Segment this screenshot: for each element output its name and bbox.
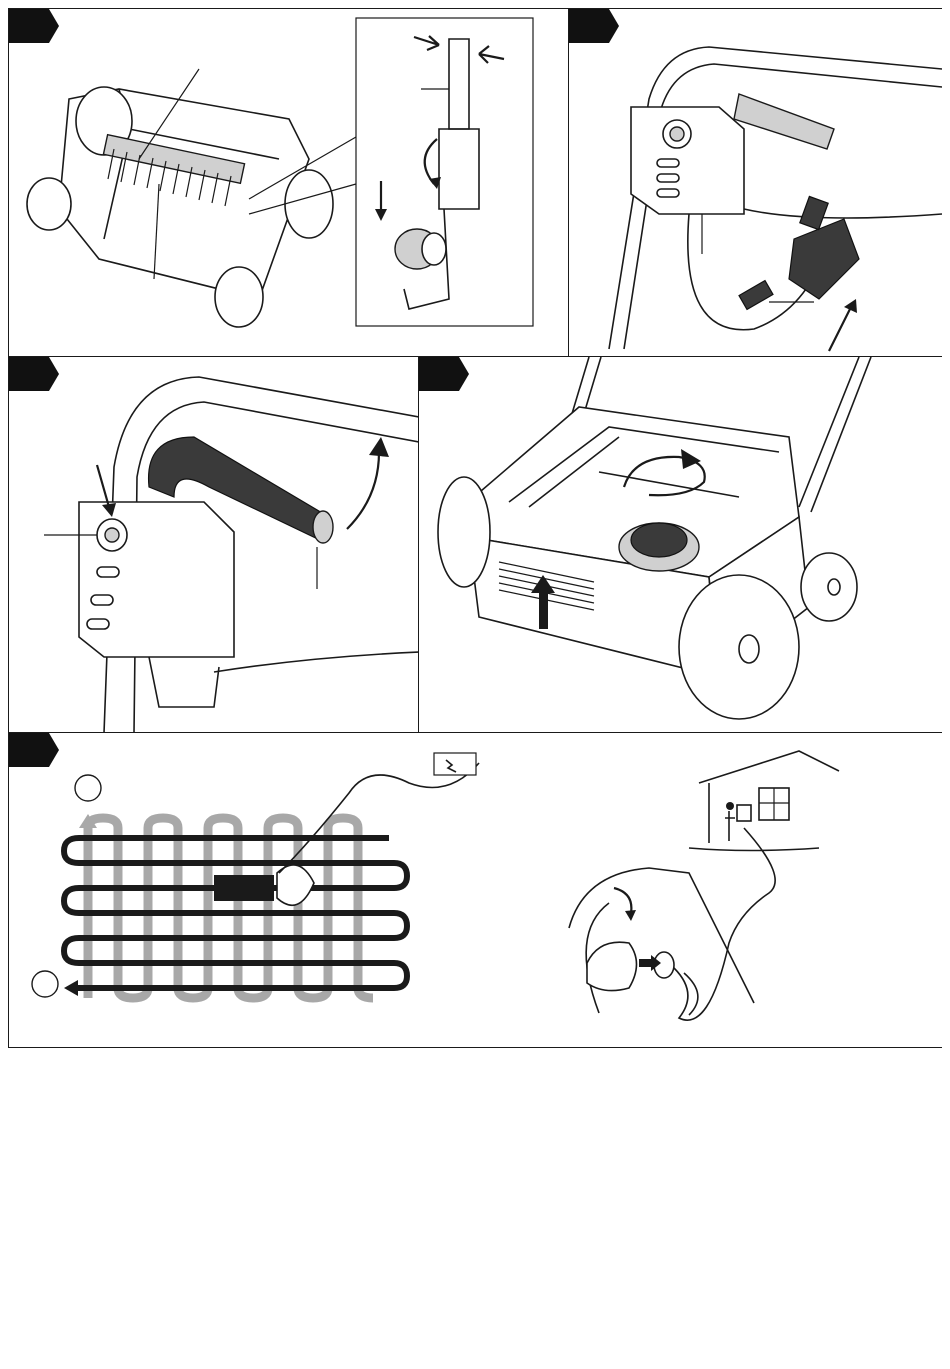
step-tab-icon — [9, 733, 59, 767]
step-tab-icon — [9, 9, 59, 43]
step-tab-icon — [9, 357, 59, 391]
figure-a-tine-roller — [9, 9, 569, 357]
detail-inset — [356, 18, 533, 326]
scarifier-top-view — [214, 875, 274, 901]
cross-pass-path — [88, 818, 373, 998]
step-tab-icon — [569, 9, 619, 43]
figure-e-working-pattern — [9, 733, 942, 1047]
push-arrow-icon — [539, 589, 548, 629]
push-arrow-icon — [97, 465, 109, 507]
push-arrow-icon — [829, 307, 851, 351]
figure-c-handle-switch — [9, 357, 419, 733]
rotate-arrow-icon — [347, 452, 379, 529]
step-tab-icon — [419, 357, 469, 391]
figure-b-cable-connection — [569, 9, 942, 357]
end-marker — [32, 971, 58, 997]
push-arrow-icon — [639, 959, 651, 967]
figure-d-depth-adjust — [419, 357, 942, 733]
start-marker — [75, 775, 101, 801]
first-pass-path — [64, 838, 407, 988]
push-arrow-icon — [614, 888, 631, 913]
